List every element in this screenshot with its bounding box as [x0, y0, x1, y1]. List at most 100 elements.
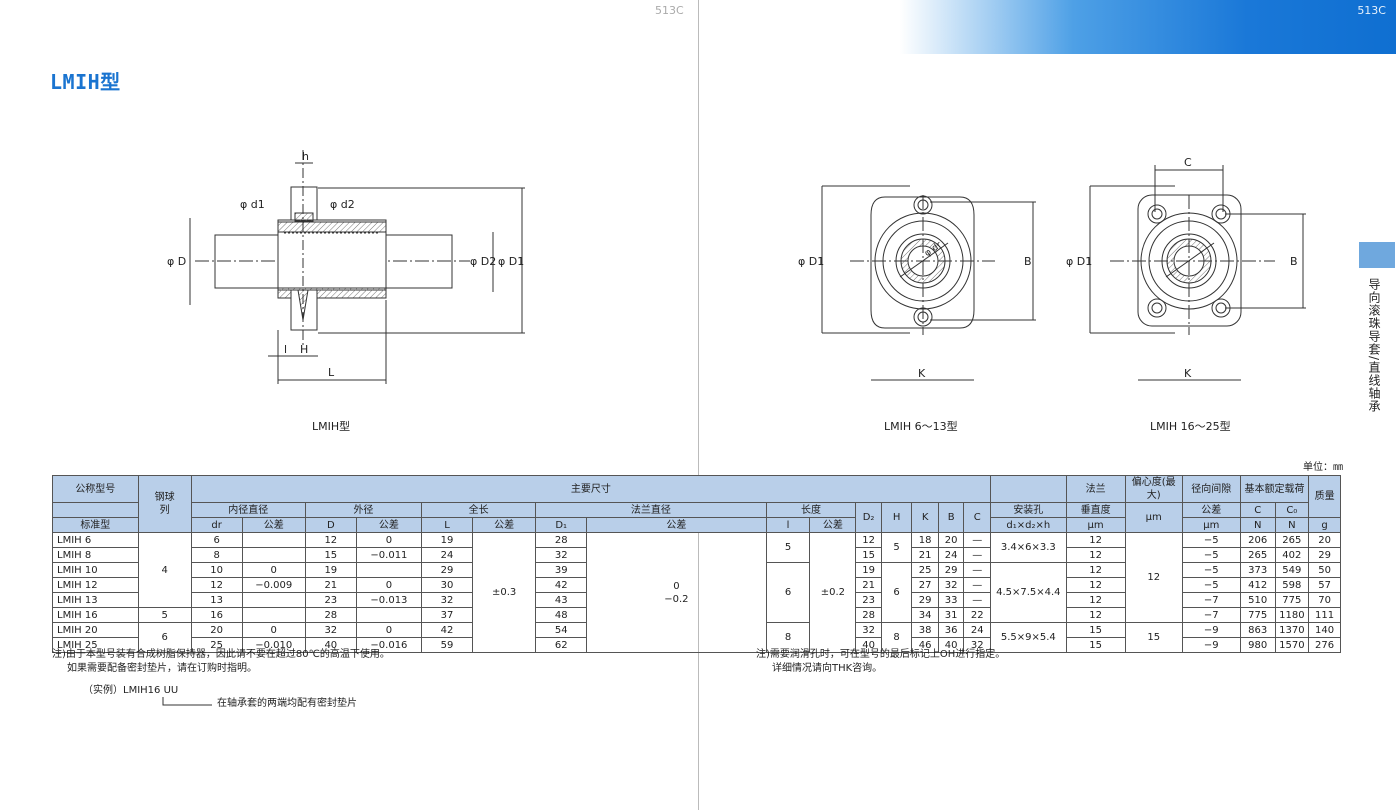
table-row: LMIH 12 12 −0.009 21 0 30 42 21 27 32 — …	[52, 577, 1341, 593]
table-cell: LMIH 8	[52, 547, 139, 563]
table-cell: 54	[535, 622, 588, 638]
th-nominal: 公称型号	[52, 475, 139, 503]
table-cell: 43	[535, 592, 588, 608]
front4-label-K: K	[1184, 367, 1192, 380]
table-cell: 8	[190, 547, 243, 563]
example-model: （实例）LMIH16 UU	[83, 685, 179, 696]
table-cell: 29	[937, 562, 965, 578]
table-cell: 5	[137, 607, 192, 623]
table-cell: 24	[937, 547, 965, 563]
side-tab-label: 导向滚珠导套/直线轴承	[1367, 278, 1381, 414]
table-cell: 32	[421, 592, 474, 608]
front-label-K: K	[918, 367, 926, 380]
table-cell: 15	[855, 547, 882, 563]
front4-label-D1: φ D1	[1066, 255, 1092, 268]
table-cell	[241, 547, 306, 563]
table-cell: LMIH 12	[52, 577, 139, 593]
th-perp-unit: μm	[1065, 517, 1126, 533]
table-cell: 15	[304, 547, 357, 563]
front-label-D1: φ D1	[798, 255, 824, 268]
th-D2: D₂	[855, 502, 882, 533]
table-cell: 12	[1065, 562, 1126, 578]
table-cell: 18	[911, 532, 939, 548]
table-cell: −0.009	[241, 577, 306, 593]
note-right-2: 详细情况请向THK咨询。	[772, 663, 883, 674]
table-cell: 20	[937, 532, 965, 548]
table-cell: 42	[421, 622, 474, 638]
table-cell: 12	[1065, 592, 1126, 608]
table-cell: 0	[355, 577, 423, 593]
header-band: 513C	[900, 0, 1396, 54]
table-cell: 40	[855, 637, 882, 653]
th-C: C	[963, 502, 992, 533]
front-view-4-hole	[1089, 165, 1306, 381]
table-cell: 23	[855, 592, 882, 608]
table-cell: 32	[855, 622, 882, 638]
table-cell: 12	[1065, 547, 1126, 563]
front-view-2-hole	[821, 185, 1036, 381]
side-tab-marker	[1359, 242, 1395, 268]
table-cell: —	[963, 577, 992, 593]
table-cell: —	[963, 592, 992, 608]
table-cell: 22	[963, 607, 992, 623]
table-cell: 38	[911, 622, 939, 638]
cell-text: −0.2	[664, 593, 689, 605]
table-cell: 6	[190, 532, 243, 548]
table-cell: 50	[1308, 562, 1341, 578]
cell-text: 0	[673, 580, 680, 592]
table-cell: LMIH 6	[52, 532, 139, 548]
table-cell: 25	[911, 562, 939, 578]
th-D1-tol: 公差	[586, 517, 767, 533]
dim-label-D: φ D	[167, 255, 186, 268]
table-cell: 32	[937, 577, 965, 593]
table-cell: 863	[1239, 622, 1276, 638]
table-cell: 16	[190, 607, 243, 623]
table-cell	[355, 562, 423, 578]
dim-label-L: L	[328, 366, 335, 379]
table-cell: 40	[937, 637, 965, 653]
table-cell: 8	[765, 622, 811, 653]
table-cell: —	[963, 532, 992, 548]
th-H: H	[880, 502, 913, 533]
dim-label-D1: φ D1	[498, 255, 524, 268]
table-cell: 265	[1274, 532, 1310, 548]
table-cell: 775	[1239, 607, 1276, 623]
table-cell	[355, 607, 423, 623]
table-cell: 48	[535, 607, 588, 623]
th-length: 长度	[765, 502, 857, 518]
example-note: 在轴承套的两端均配有密封垫片	[217, 698, 357, 709]
th-load: 基本额定载荷	[1239, 475, 1310, 503]
table-cell: LMIH 13	[52, 592, 139, 608]
th-mass-unit: g	[1308, 517, 1341, 533]
table-cell: −0.011	[355, 547, 423, 563]
th-flange2: 法兰	[1065, 475, 1126, 503]
th-dr-tol: 公差	[241, 517, 306, 533]
th-balls-2: 列	[159, 505, 170, 516]
table-cell: LMIH 10	[52, 562, 139, 578]
page-title: LMIH型	[50, 70, 121, 94]
table-cell: −7	[1181, 607, 1241, 623]
table-cell: 24	[963, 622, 992, 638]
table-cell: —	[963, 547, 992, 563]
th-inner: 内径直径	[190, 502, 306, 518]
table-cell: 12	[855, 532, 882, 548]
table-cell: 0	[241, 622, 306, 638]
th-outer: 外径	[304, 502, 423, 518]
page-divider	[698, 0, 699, 810]
table-cell: −7	[1181, 592, 1241, 608]
left-page-number: 513C	[655, 4, 684, 17]
table-cell: 5.5×9×5.4	[990, 622, 1067, 653]
table-cell: 402	[1274, 547, 1310, 563]
th-main: 主要尺寸	[190, 475, 992, 503]
spec-table: 公称型号 钢球列 主要尺寸 法兰 偏心度(最大) 径向间隙 基本额定载荷 质量 …	[52, 475, 1341, 653]
table-cell: 0	[355, 622, 423, 638]
table-cell: −0.016	[355, 637, 423, 653]
table-cell: 1570	[1274, 637, 1310, 653]
table-cell: −5	[1181, 547, 1241, 563]
front-label-B: B	[1024, 255, 1032, 268]
table-cell	[241, 607, 306, 623]
table-cell: 40	[304, 637, 357, 653]
table-cell: −0.010	[241, 637, 306, 653]
th-rad-tol: 公差	[1181, 502, 1241, 518]
table-cell: LMIH 20	[52, 622, 139, 638]
